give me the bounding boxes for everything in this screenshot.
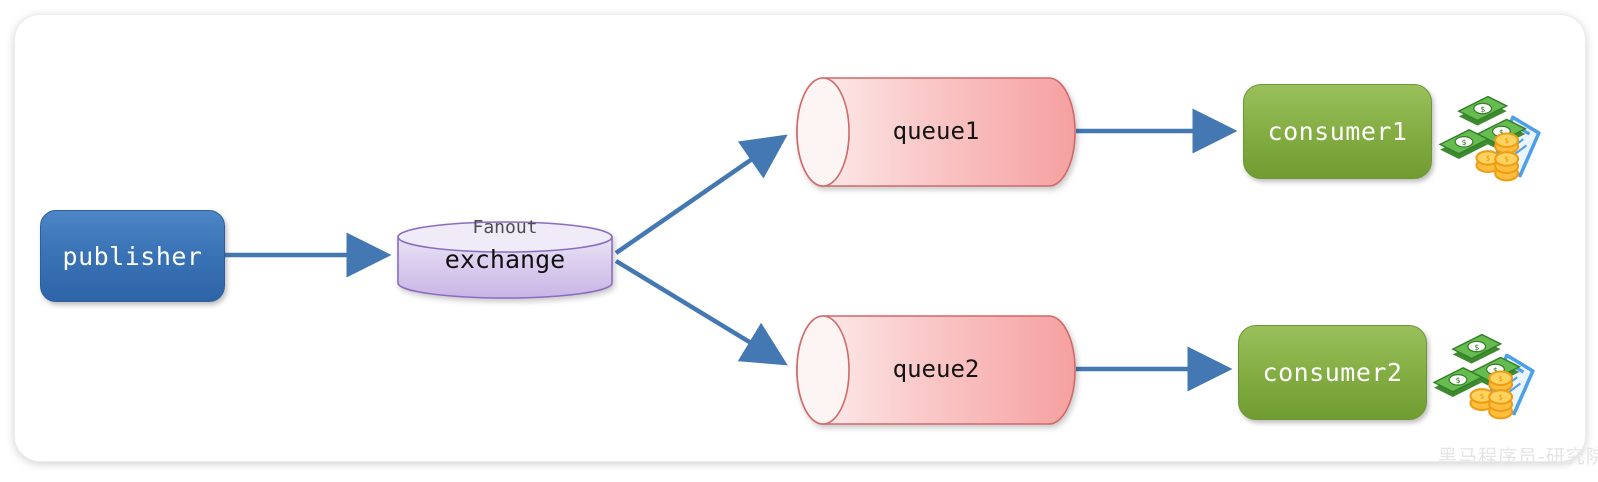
exchange-label: exchange bbox=[444, 245, 566, 274]
consumer2-node: consumer2 bbox=[1238, 325, 1427, 420]
queue2-label: queue2 bbox=[892, 355, 980, 383]
watermark-text: 黑马程序员-研究院 bbox=[1438, 446, 1598, 468]
queue1-label: queue1 bbox=[892, 117, 980, 145]
consumer1-node: consumer1 bbox=[1243, 84, 1432, 179]
money-icon bbox=[1438, 82, 1542, 186]
consumer1-label: consumer1 bbox=[1267, 117, 1408, 146]
publisher-node: publisher bbox=[40, 210, 225, 302]
money-icon bbox=[1432, 320, 1536, 424]
exchange-type-badge: Fanout bbox=[472, 217, 538, 238]
publisher-label: publisher bbox=[62, 241, 203, 271]
consumer2-label: consumer2 bbox=[1262, 358, 1403, 387]
